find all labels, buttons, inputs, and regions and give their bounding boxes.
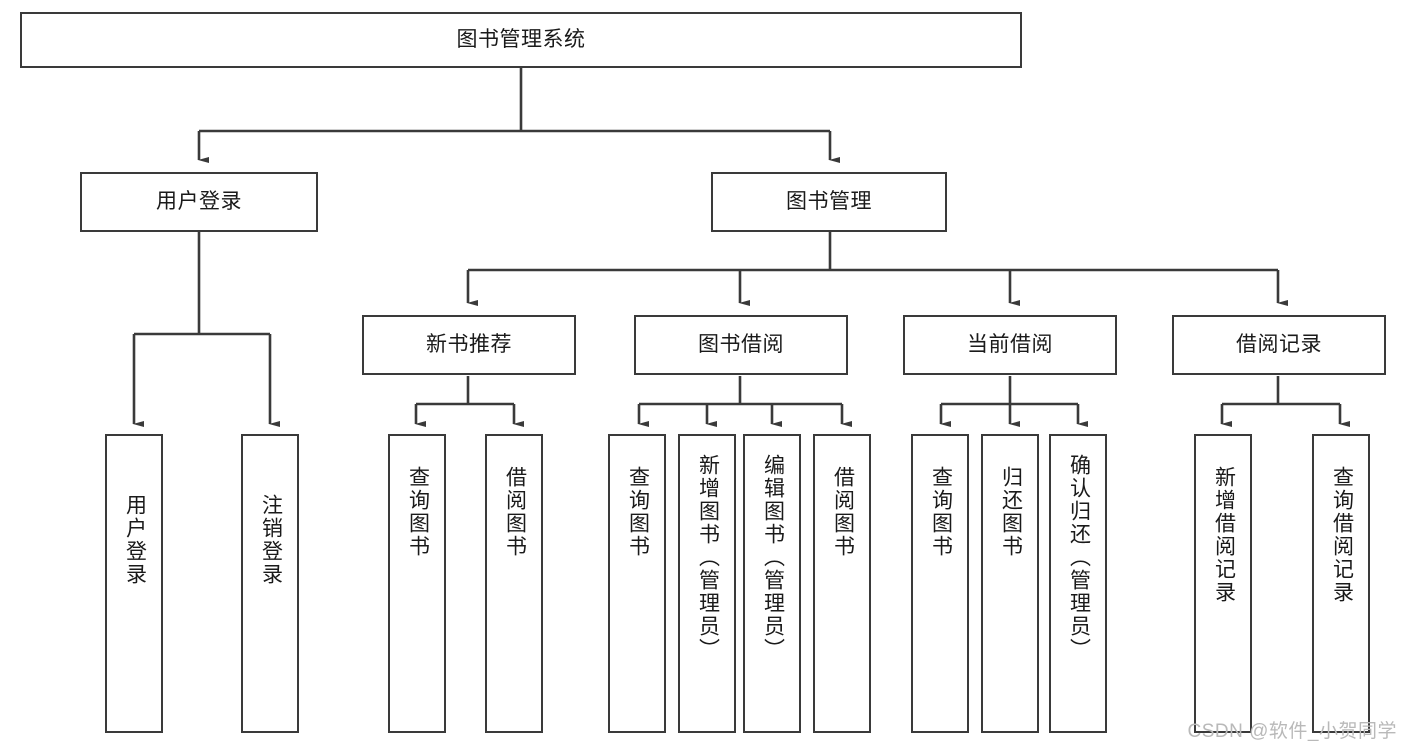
node-leaf-edit-book-admin[interactable]: 编辑图书（管理员） — [743, 434, 801, 733]
node-user-login-label: 用户登录 — [156, 189, 242, 213]
node-leaf-edit-book-admin-label: 编辑图书（管理员） — [761, 454, 785, 661]
node-current-borrow-label: 当前借阅 — [967, 332, 1053, 356]
node-leaf-query-book-1[interactable]: 查询图书 — [388, 434, 446, 733]
node-leaf-logout-label: 注销登录 — [259, 494, 283, 586]
node-leaf-add-borrow-record-label: 新增借阅记录 — [1212, 466, 1236, 604]
node-leaf-confirm-return-admin-label: 确认归还（管理员） — [1067, 454, 1091, 661]
node-book-borrow[interactable]: 图书借阅 — [634, 315, 848, 375]
node-leaf-query-book-3-label: 查询图书 — [929, 466, 953, 558]
node-root[interactable]: 图书管理系统 — [20, 12, 1022, 68]
node-leaf-add-book-admin[interactable]: 新增图书（管理员） — [678, 434, 736, 733]
node-book-management-label: 图书管理 — [786, 189, 872, 213]
node-leaf-query-book-3[interactable]: 查询图书 — [911, 434, 969, 733]
watermark: CSDN @软件_小贺同学 — [1187, 721, 1397, 742]
node-root-label: 图书管理系统 — [456, 27, 586, 51]
node-new-book-recommend[interactable]: 新书推荐 — [362, 315, 576, 375]
node-book-borrow-label: 图书借阅 — [698, 332, 784, 356]
node-leaf-query-book-2[interactable]: 查询图书 — [608, 434, 666, 733]
node-leaf-logout[interactable]: 注销登录 — [241, 434, 299, 733]
node-leaf-return-book[interactable]: 归还图书 — [981, 434, 1039, 733]
node-leaf-user-login[interactable]: 用户登录 — [105, 434, 163, 733]
node-leaf-borrow-book-1[interactable]: 借阅图书 — [485, 434, 543, 733]
node-leaf-borrow-book-2-label: 借阅图书 — [831, 466, 855, 558]
node-leaf-query-borrow-record-label: 查询借阅记录 — [1330, 466, 1354, 604]
node-leaf-confirm-return-admin[interactable]: 确认归还（管理员） — [1049, 434, 1107, 733]
node-leaf-query-book-1-label: 查询图书 — [406, 466, 430, 558]
node-leaf-user-login-label: 用户登录 — [123, 494, 147, 586]
node-leaf-add-book-admin-label: 新增图书（管理员） — [696, 454, 720, 661]
node-new-book-recommend-label: 新书推荐 — [426, 332, 512, 356]
node-current-borrow[interactable]: 当前借阅 — [903, 315, 1117, 375]
node-leaf-query-book-2-label: 查询图书 — [626, 466, 650, 558]
node-leaf-query-borrow-record[interactable]: 查询借阅记录 — [1312, 434, 1370, 733]
node-leaf-add-borrow-record[interactable]: 新增借阅记录 — [1194, 434, 1252, 733]
node-book-management[interactable]: 图书管理 — [711, 172, 947, 232]
node-borrow-record-label: 借阅记录 — [1236, 332, 1322, 356]
node-user-login[interactable]: 用户登录 — [80, 172, 318, 232]
node-leaf-borrow-book-1-label: 借阅图书 — [503, 466, 527, 558]
node-borrow-record[interactable]: 借阅记录 — [1172, 315, 1386, 375]
node-leaf-borrow-book-2[interactable]: 借阅图书 — [813, 434, 871, 733]
node-leaf-return-book-label: 归还图书 — [999, 466, 1023, 558]
